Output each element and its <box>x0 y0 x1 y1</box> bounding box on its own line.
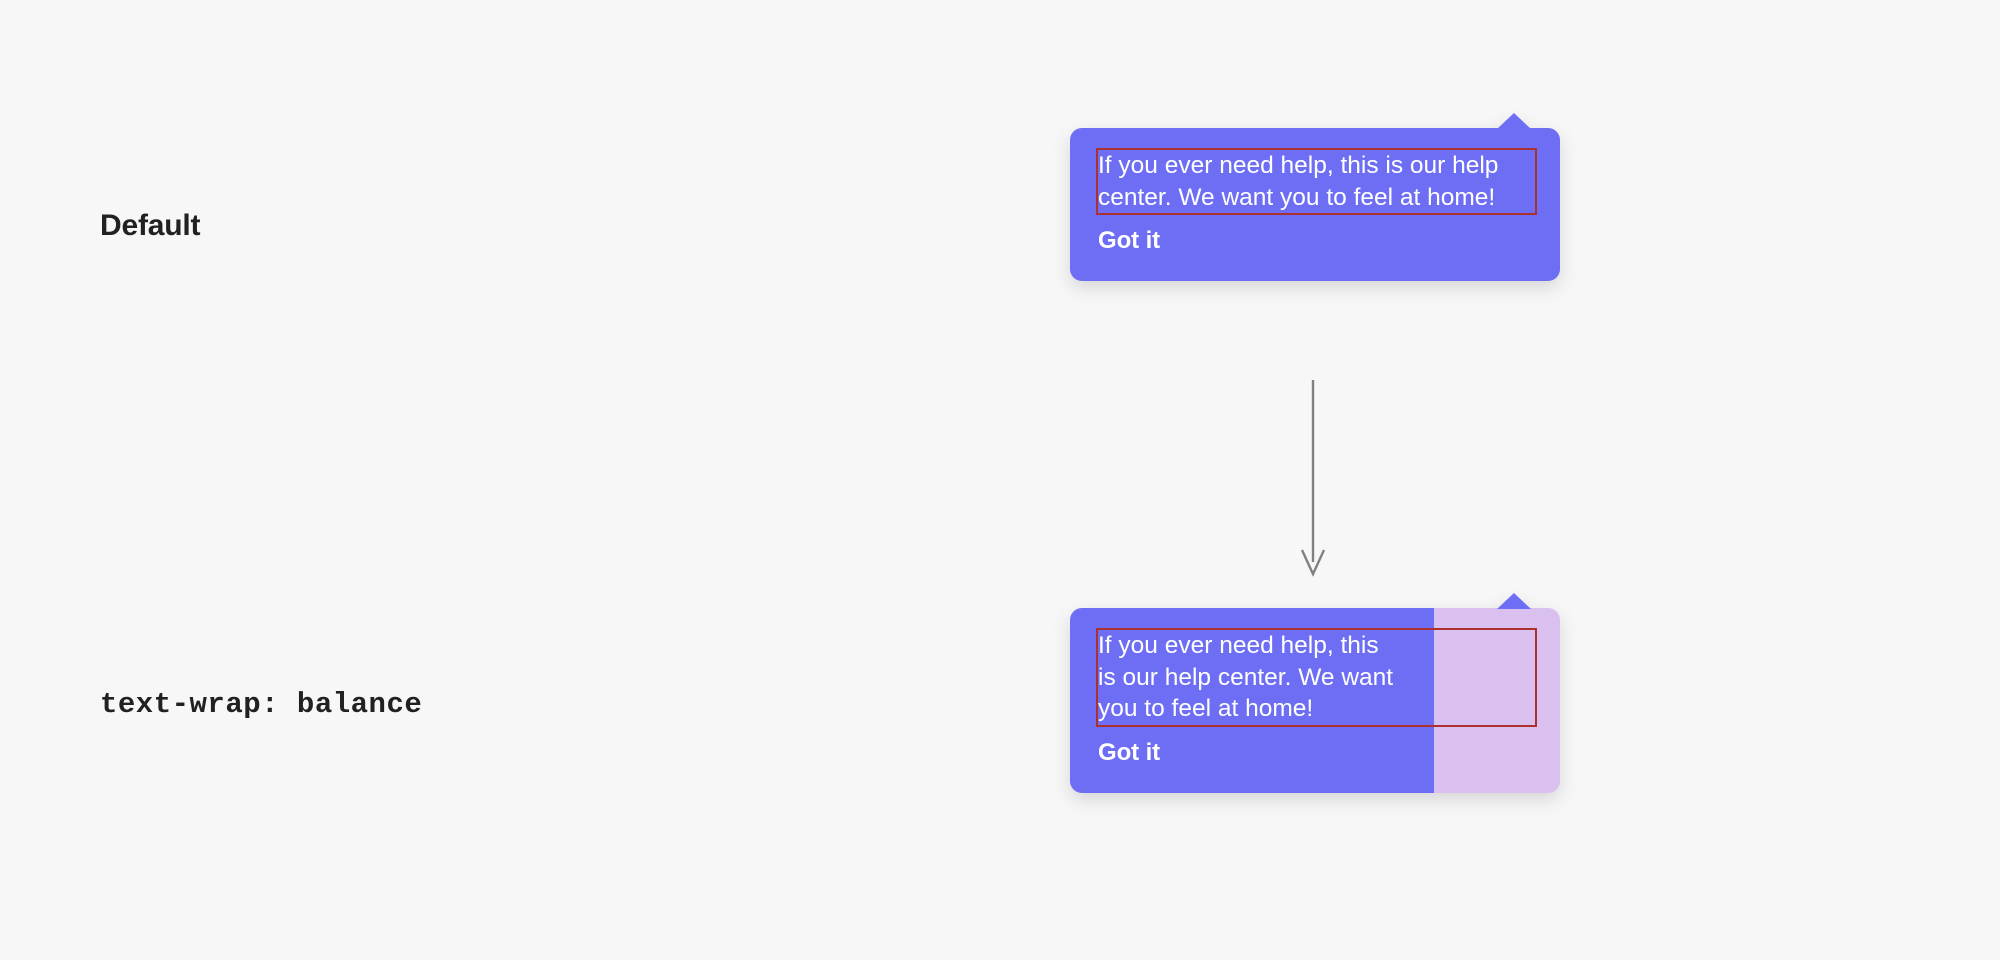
tooltip-message-line: If you ever need help, this <box>1098 632 1379 659</box>
tooltip-notch-icon <box>1497 593 1531 609</box>
tooltip-notch-icon <box>1497 113 1531 129</box>
tooltip-card-default[interactable]: If you ever need help, this is our help … <box>1070 113 1560 281</box>
got-it-button-default[interactable]: Got it <box>1098 227 1161 254</box>
flow-arrow-down-icon <box>1300 380 1326 577</box>
tooltip-message-line: you to feel at home! <box>1098 695 1314 722</box>
row-label-default: Default <box>100 209 201 242</box>
tooltip-card-balance[interactable]: If you ever need help, this is our help … <box>1070 593 1560 793</box>
row-label-balance: text-wrap: balance <box>100 688 423 721</box>
tooltip-message-line: is our help center. We want <box>1098 663 1394 691</box>
tooltip-message-default: If you ever need help, this is our help … <box>1096 148 1537 215</box>
got-it-button-balance[interactable]: Got it <box>1098 738 1161 766</box>
tooltip-message-balance: If you ever need help, this is our help … <box>1096 628 1537 727</box>
